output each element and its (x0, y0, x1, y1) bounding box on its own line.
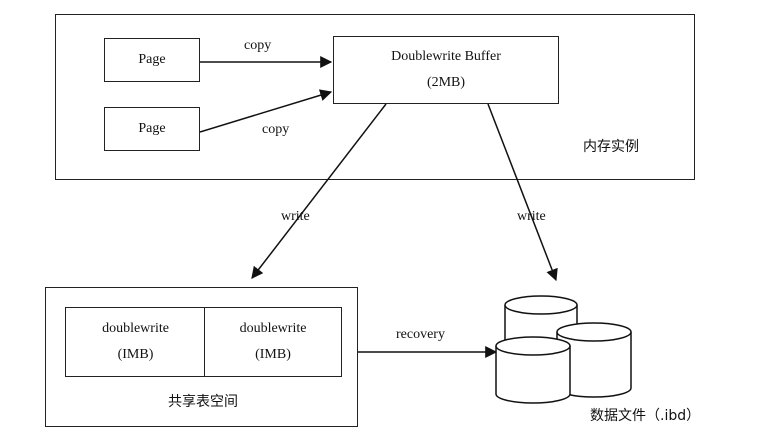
doublewrite-buffer-size: (2MB) (426, 75, 466, 90)
doublewrite-buffer-box: Doublewrite Buffer (2MB) (333, 36, 559, 104)
memory-instance-label: 内存实例 (583, 139, 639, 155)
copy-arrow-bottom (199, 89, 333, 133)
database-cylinder-icon-right (556, 322, 632, 398)
shared-tablespace-label: 共享表空间 (168, 394, 238, 410)
page-box-2: Page (104, 107, 200, 151)
doublewrite-cell-size: (IMB) (255, 347, 291, 362)
write-arrow-right (487, 103, 558, 282)
data-files-label: 数据文件（.ibd） (590, 408, 701, 424)
doublewrite-cell-1: doublewrite (IMB) (65, 307, 206, 377)
database-cylinder-icon-front (495, 336, 571, 404)
doublewrite-cell-2: doublewrite (IMB) (204, 307, 342, 377)
copy-label-bottom: copy (262, 122, 290, 137)
page-label: Page (138, 121, 166, 136)
doublewrite-cell-size: (IMB) (117, 347, 154, 362)
page-box-1: Page (104, 38, 200, 82)
write-arrow-left (251, 103, 387, 279)
page-label: Page (138, 52, 166, 67)
recovery-label: recovery (396, 327, 445, 342)
copy-label-top: copy (244, 38, 272, 53)
doublewrite-cell-title: doublewrite (102, 321, 169, 336)
doublewrite-buffer-title: Doublewrite Buffer (391, 49, 501, 64)
doublewrite-cell-title: doublewrite (239, 321, 307, 336)
